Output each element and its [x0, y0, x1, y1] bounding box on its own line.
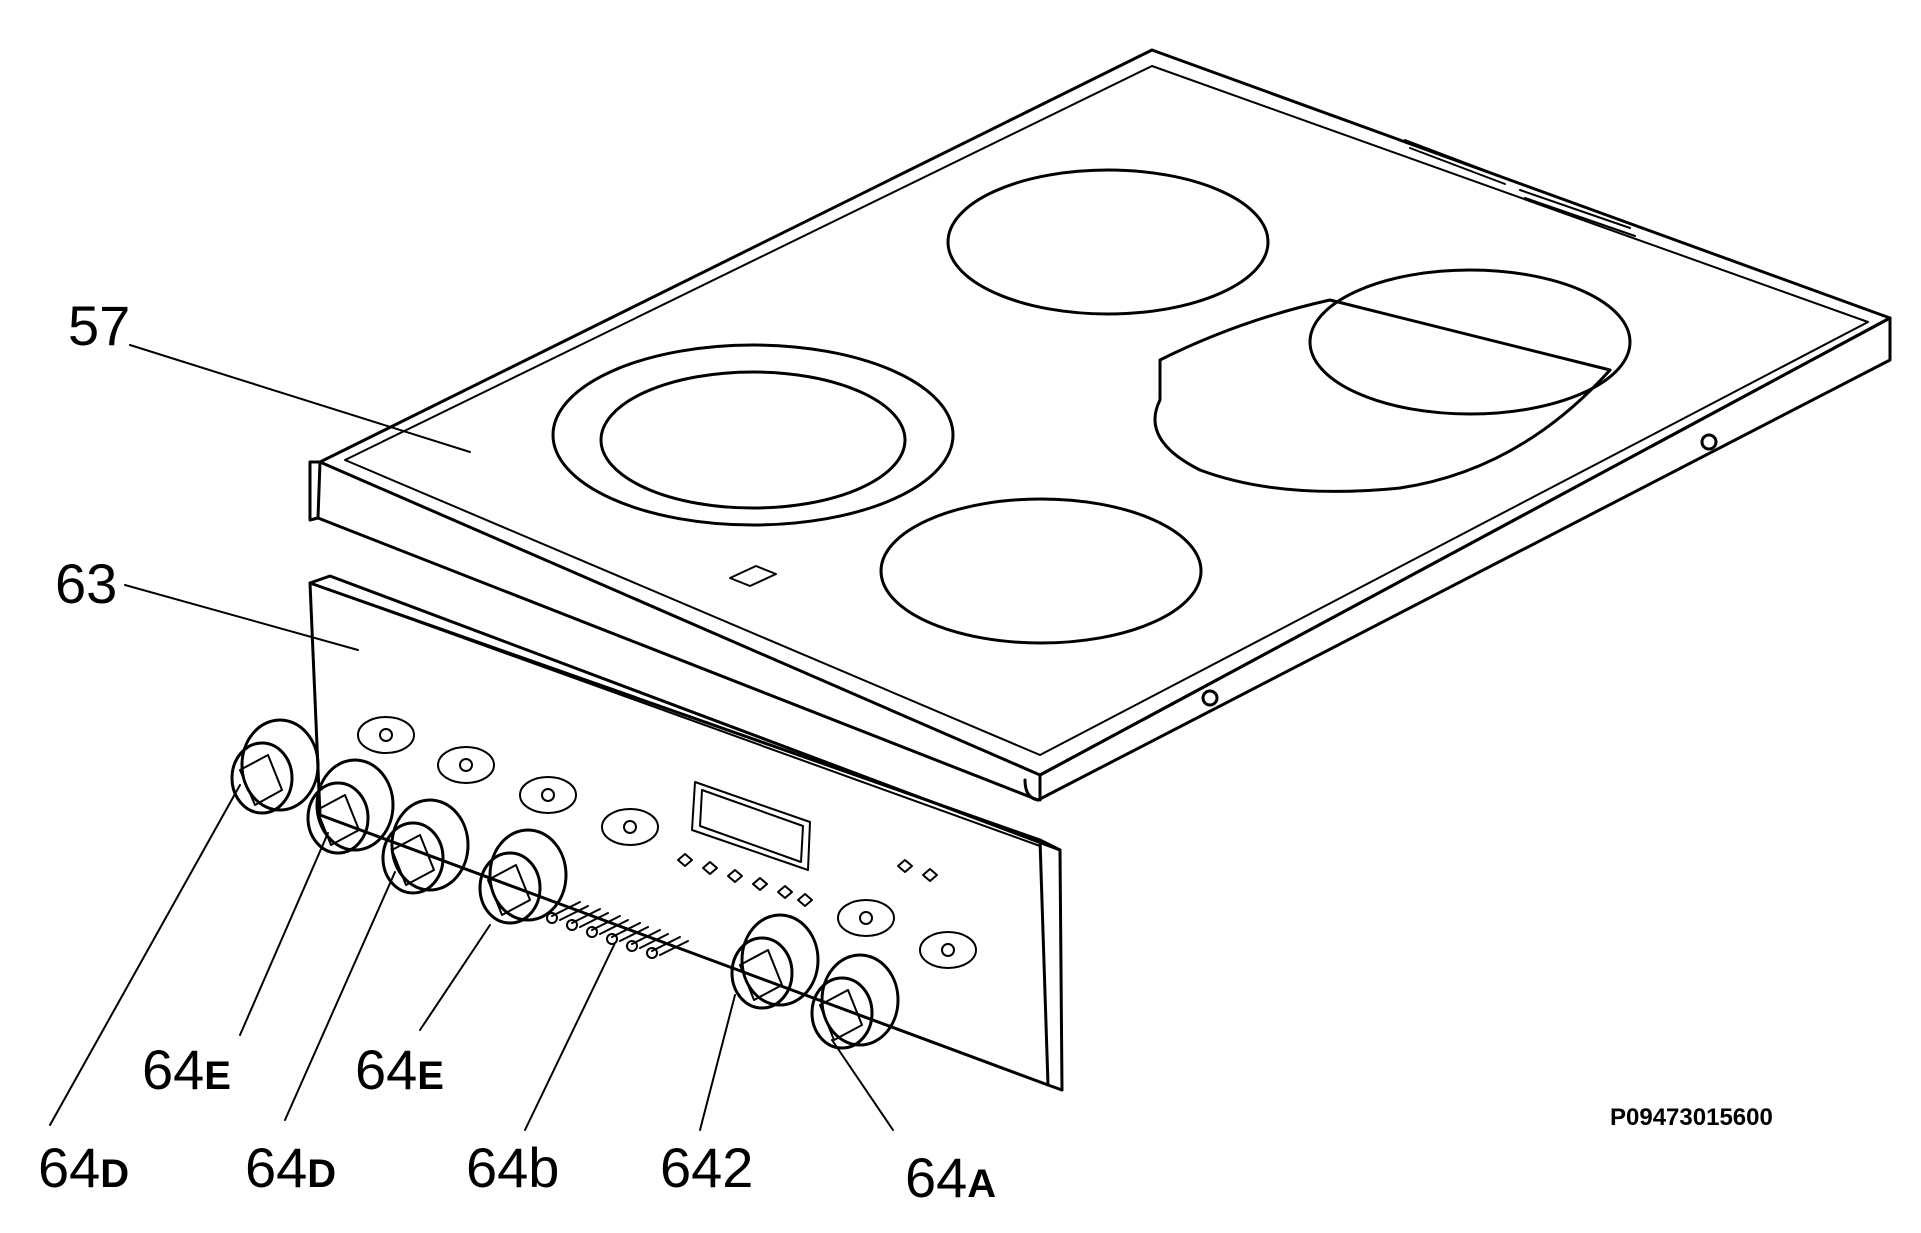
- hob-top-57: [308, 48, 1892, 802]
- label-64b: 64b: [466, 1136, 560, 1199]
- knob-64e-1: [306, 758, 395, 855]
- knob-64a: [810, 953, 900, 1050]
- label-64e-2: 64E: [355, 1038, 444, 1101]
- label-57: 57: [68, 294, 131, 357]
- label-63: 63: [55, 552, 118, 615]
- leader-lines: [49, 344, 894, 1131]
- knob-64d-1: [230, 718, 320, 815]
- knob-64d-2: [381, 798, 470, 895]
- cooking-zones: [551, 168, 1632, 645]
- label-64d-1: 64D: [38, 1136, 130, 1199]
- control-panel-63: [308, 574, 1064, 1092]
- label-64e-1: 64E: [142, 1038, 231, 1101]
- reference-code: P09473015600: [1610, 1104, 1773, 1131]
- label-64a: 64A: [905, 1146, 997, 1209]
- label-642: 642: [660, 1136, 754, 1199]
- knob-642: [730, 913, 820, 1010]
- control-knobs: [230, 718, 900, 1050]
- switches-64b: [546, 901, 689, 959]
- knob-64e-2: [478, 828, 568, 925]
- label-64d-2: 64D: [245, 1136, 337, 1199]
